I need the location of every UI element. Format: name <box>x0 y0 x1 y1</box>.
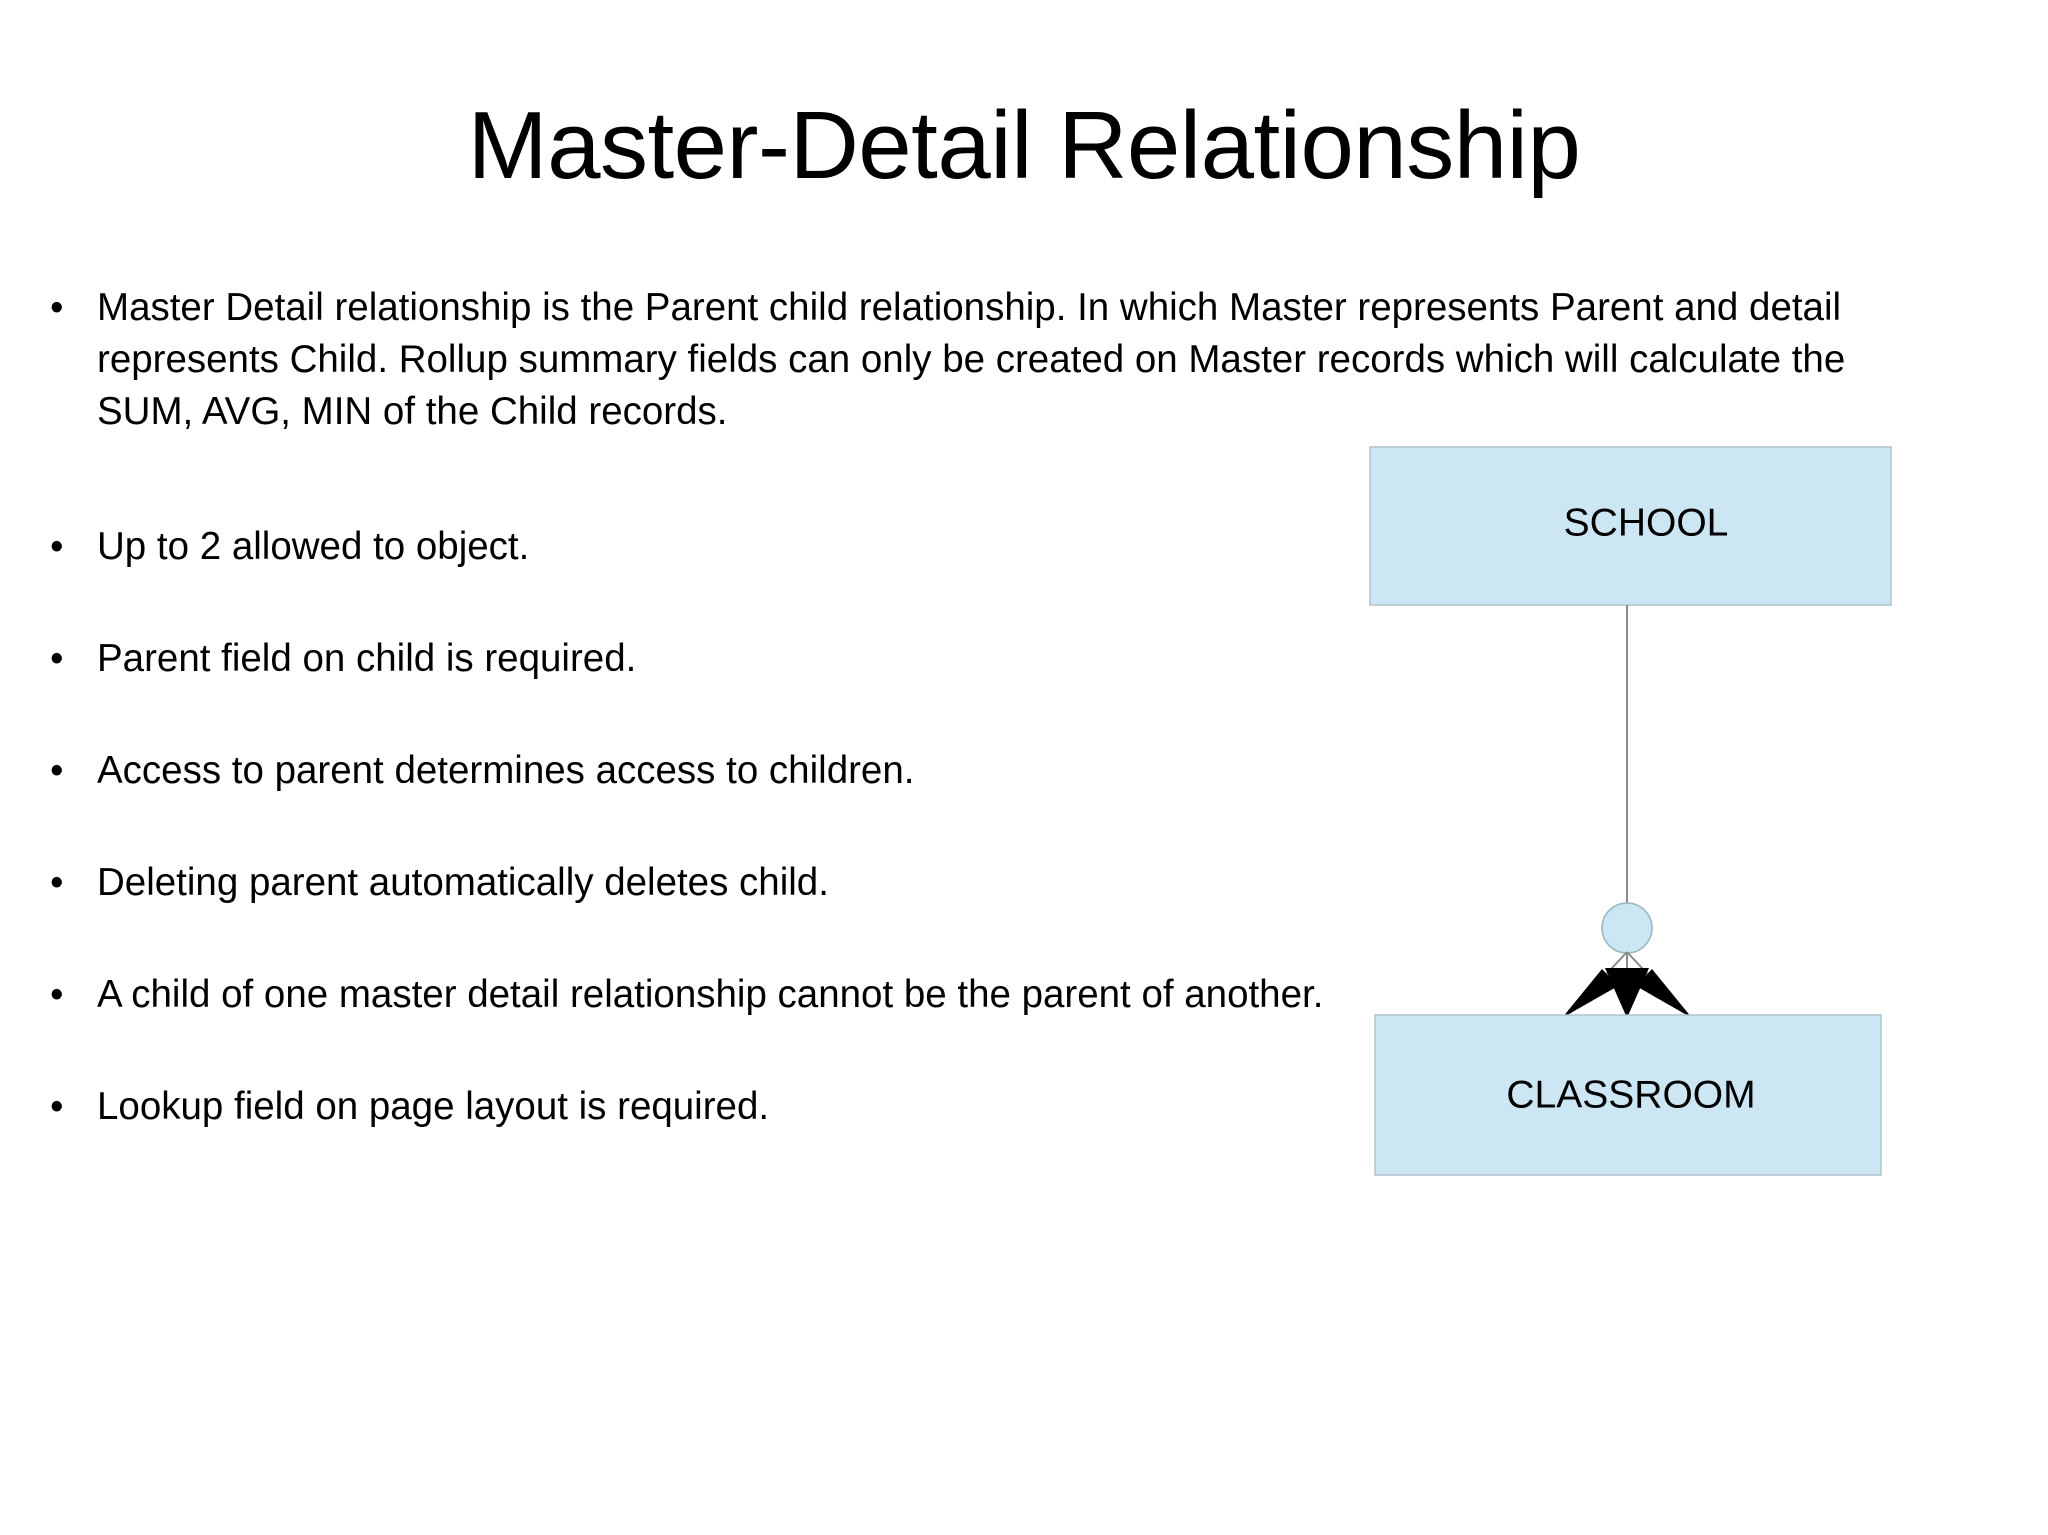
list-item: • Up to 2 allowed to object. <box>40 521 1900 573</box>
bullet-marker-icon: • <box>50 525 64 568</box>
entity-school-label: SCHOOL <box>1564 501 1729 544</box>
entity-classroom: CLASSROOM <box>1374 1014 1882 1176</box>
crowsfoot-arrowhead-center <box>1605 968 1649 1018</box>
list-item: • Lookup field on page layout is require… <box>40 1081 1900 1133</box>
list-item-text: Master Detail relationship is the Parent… <box>97 286 1846 433</box>
list-item: • Parent field on child is required. <box>40 633 1900 685</box>
entity-classroom-label: CLASSROOM <box>1506 1073 1755 1116</box>
bullet-marker-icon: • <box>50 1085 64 1128</box>
bullet-marker-icon: • <box>50 286 64 329</box>
list-item-text: Deleting parent automatically deletes ch… <box>97 861 829 904</box>
bullet-marker-icon: • <box>50 637 64 680</box>
list-item: • Deleting parent automatically deletes … <box>40 857 1900 909</box>
page-title: Master-Detail Relationship <box>467 92 1581 199</box>
list-item-text: Parent field on child is required. <box>97 637 637 680</box>
cardinality-zero-circle <box>1601 902 1653 954</box>
list-item-text: Access to parent determines access to ch… <box>97 749 915 792</box>
bullet-list: • Master Detail relationship is the Pare… <box>40 282 1900 1133</box>
crowsfoot-arrowhead-right <box>1636 969 1692 1018</box>
entity-school: SCHOOL <box>1369 446 1892 606</box>
list-item-text: Up to 2 allowed to object. <box>97 525 530 568</box>
bullet-marker-icon: • <box>50 861 64 904</box>
list-item: • Access to parent determines access to … <box>40 745 1900 797</box>
crowsfoot-arrowhead-left <box>1562 969 1618 1018</box>
bullet-marker-icon: • <box>50 749 64 792</box>
list-item-text: A child of one master detail relationshi… <box>97 973 1324 1016</box>
bullet-marker-icon: • <box>50 973 64 1016</box>
list-item: • A child of one master detail relations… <box>40 969 1900 1021</box>
list-item: • Master Detail relationship is the Pare… <box>40 282 1900 438</box>
list-item-text: Lookup field on page layout is required. <box>97 1085 770 1128</box>
er-diagram: SCHOOL CLASSROOM <box>1356 440 1916 1190</box>
